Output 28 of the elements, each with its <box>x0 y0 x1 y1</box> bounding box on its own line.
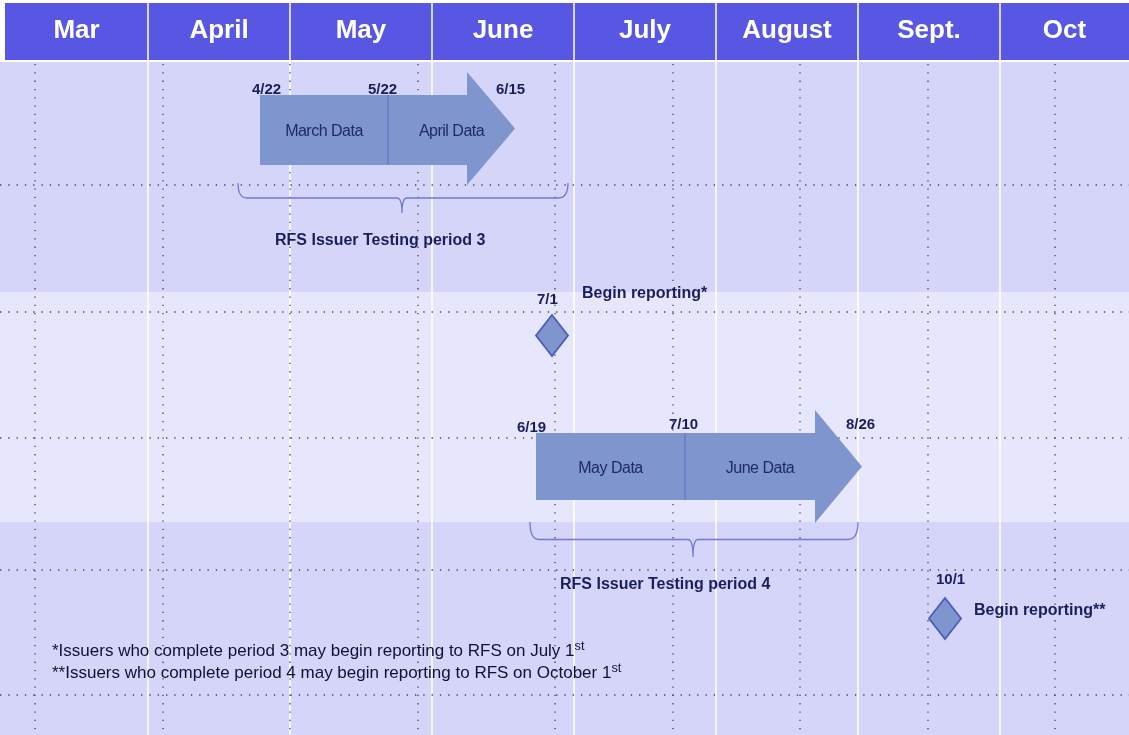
milestone-diamond <box>534 313 570 359</box>
date-label: 7/10 <box>669 414 699 434</box>
month-header: August <box>741 13 833 46</box>
segment-label: March Data <box>284 121 365 141</box>
date-label: 6/15 <box>496 79 526 99</box>
month-header: Oct <box>1041 13 1088 46</box>
month-header: July <box>618 13 672 46</box>
date-label: 4/22 <box>252 79 282 99</box>
segment-label: June Data <box>724 457 796 478</box>
month-header: April <box>188 13 250 46</box>
month-header: Mar <box>52 13 101 46</box>
footnote: *Issuers who complete period 3 may begin reporting to RFS on July 1$^{st}$ <box>52 640 585 662</box>
month-header: Sept. <box>896 13 962 46</box>
period-label: RFS Issuer Testing period 3 <box>275 230 486 250</box>
date-label: 7/1 <box>537 289 558 309</box>
date-label: 5/22 <box>368 79 398 99</box>
milestone-label: Begin reporting** <box>974 600 1106 620</box>
date-label: 6/19 <box>517 417 547 437</box>
segment-label: May Data <box>577 457 644 478</box>
month-header: May <box>334 13 388 46</box>
milestone-label: Begin reporting* <box>582 283 708 303</box>
milestone-diamond <box>927 596 963 642</box>
date-label: 8/26 <box>846 414 876 434</box>
segment-label: April Data <box>417 121 486 141</box>
footnote: **Issuers who complete period 4 may begin reporting to RFS on October 1$^{st}$ <box>52 662 622 684</box>
month-header: June <box>471 13 535 46</box>
period-label: RFS Issuer Testing period 4 <box>560 574 771 594</box>
date-label: 10/1 <box>936 569 966 589</box>
